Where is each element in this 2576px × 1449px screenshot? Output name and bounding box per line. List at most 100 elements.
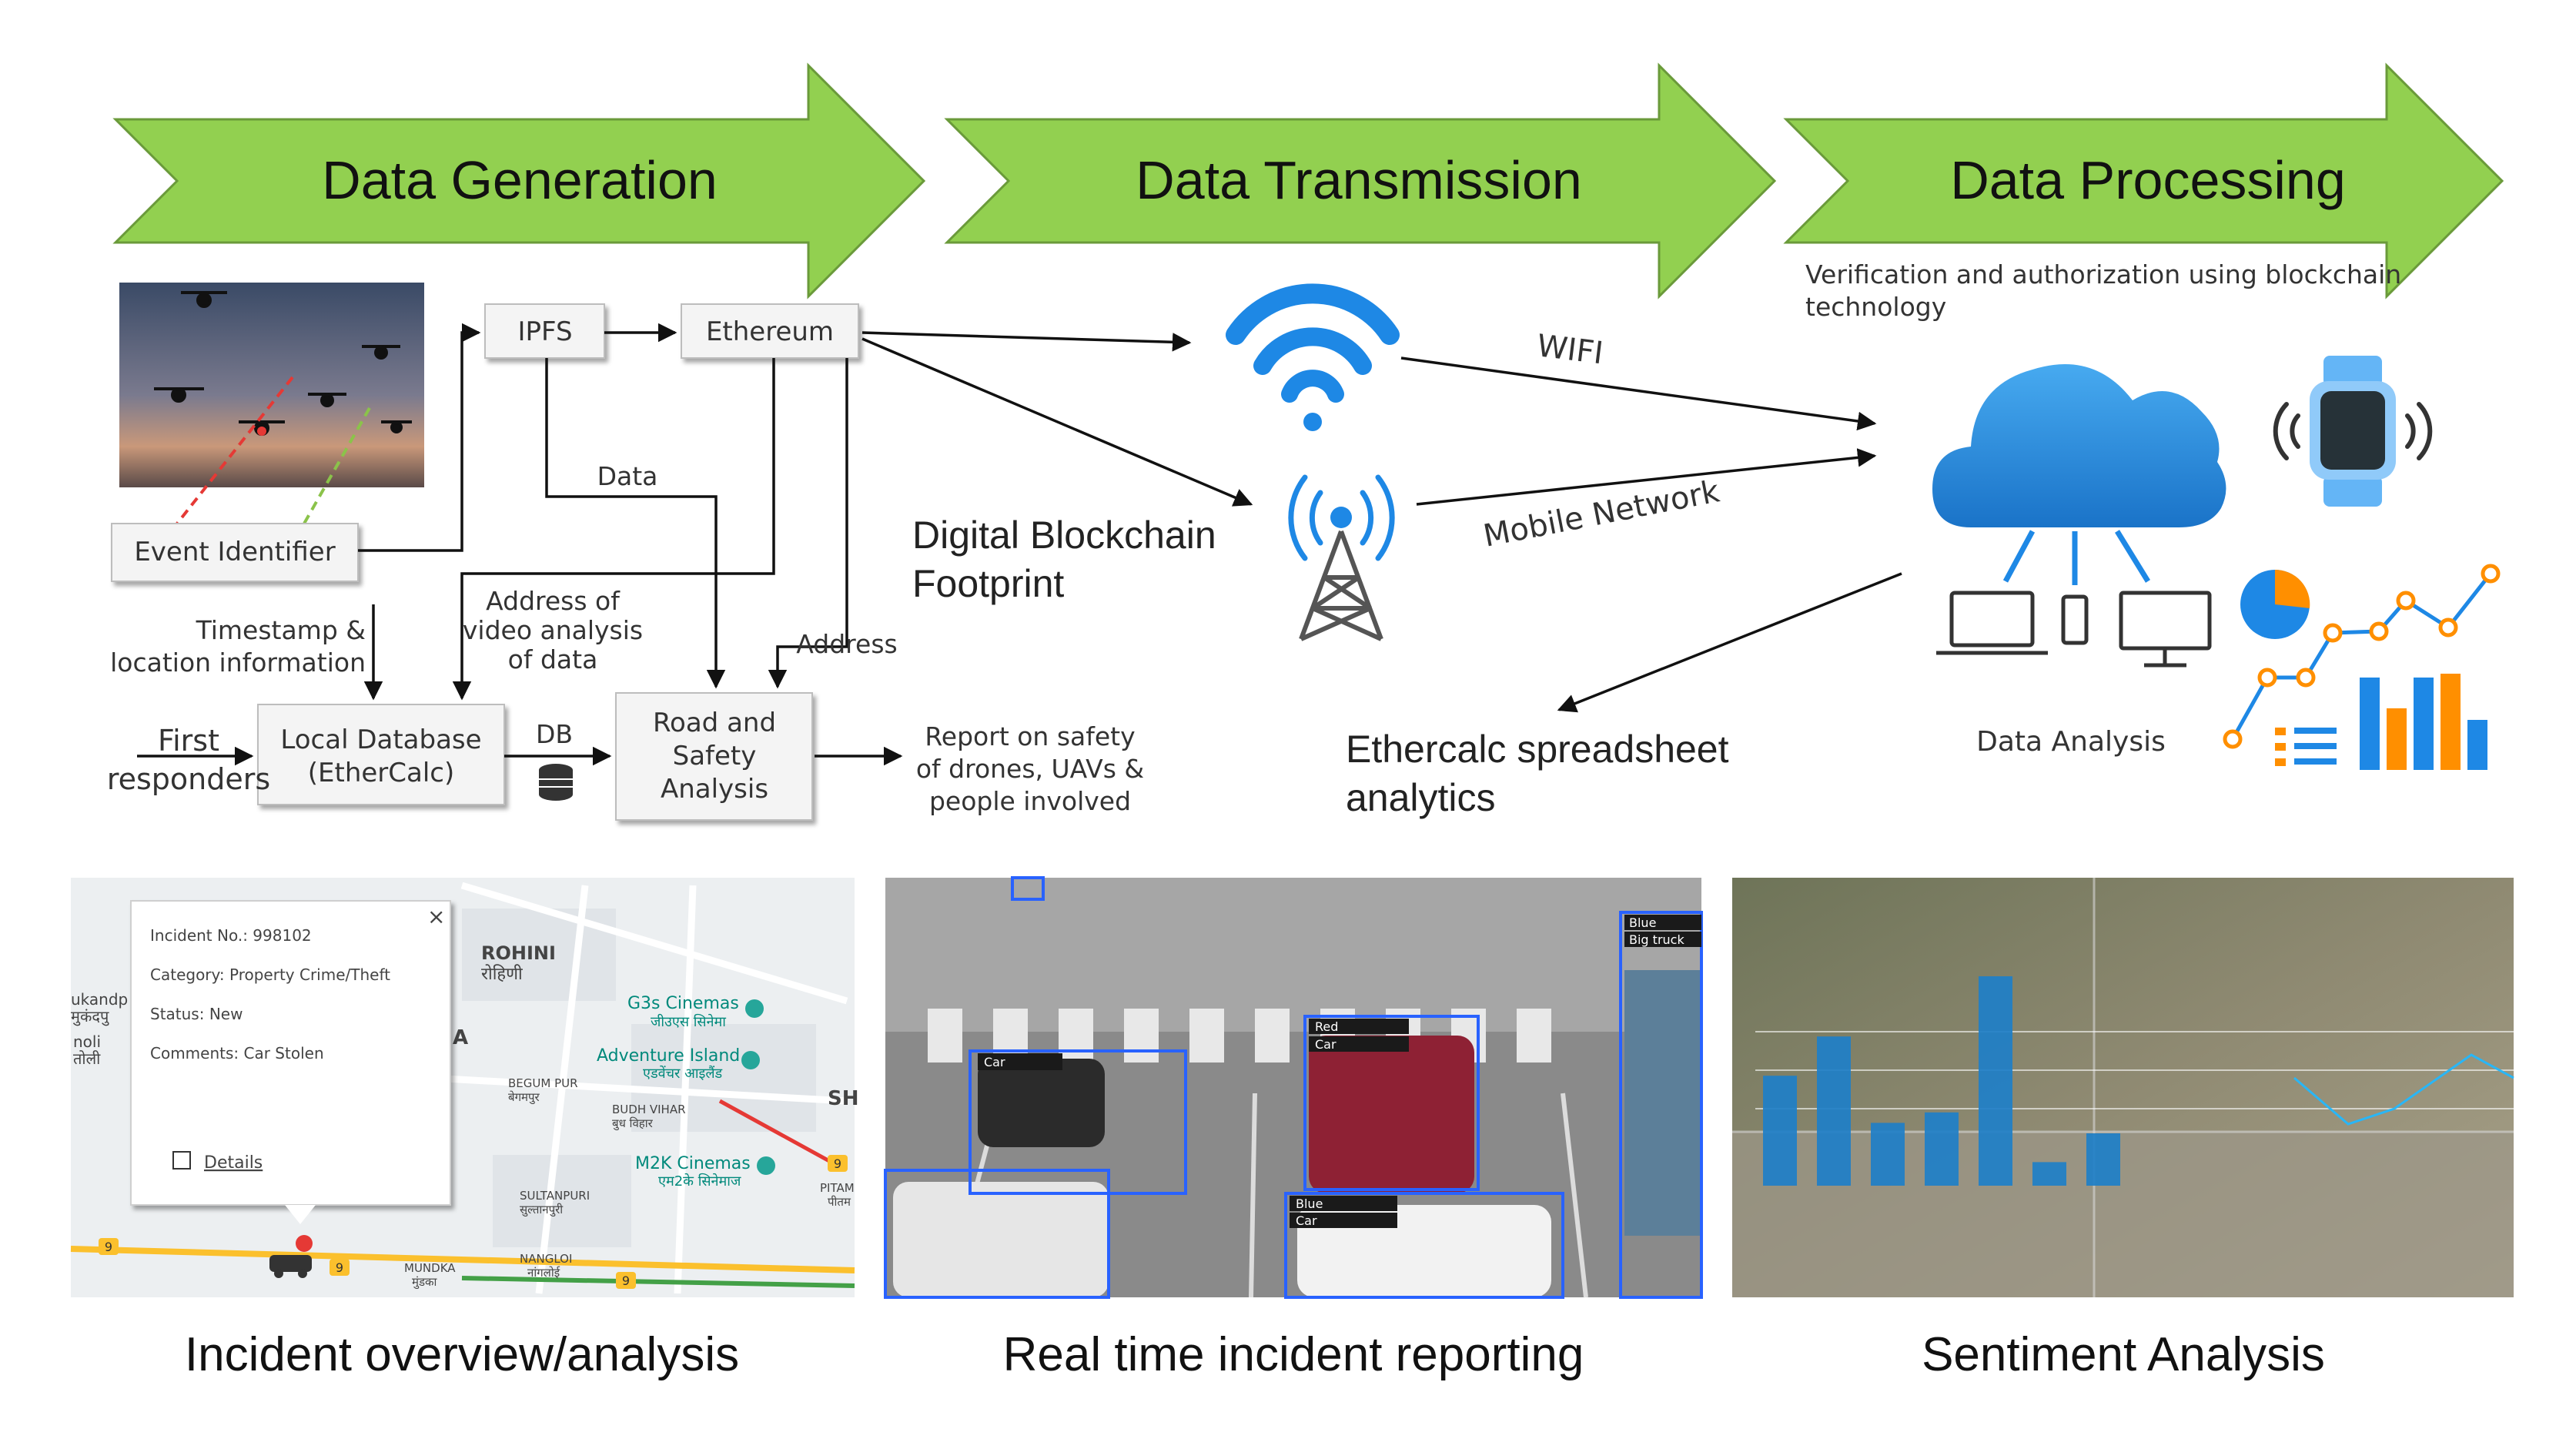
ethereum-box	[681, 303, 859, 359]
ethercalc-line2: analytics	[1346, 776, 1496, 819]
smartwatch-icon	[2273, 356, 2433, 507]
dark-car	[978, 1059, 1105, 1147]
local-database-box	[257, 704, 505, 805]
footprint-line1: Digital Blockchain	[912, 514, 1216, 557]
svg-text:Red: Red	[1315, 1019, 1338, 1034]
map-roads	[430, 882, 848, 1294]
map-place: नांगलोई	[527, 1266, 560, 1280]
drone-icon	[154, 291, 412, 436]
report-line3: people involved	[929, 786, 1131, 816]
map-place: Adventure Island	[597, 1046, 740, 1066]
sentiment-panel	[1732, 878, 2514, 1297]
detection-boxes	[884, 876, 1703, 1299]
map-place: BUDH VIHAR	[612, 1103, 686, 1116]
bar-chart-icon	[2360, 674, 2487, 770]
responders-label: responders	[107, 762, 270, 796]
stage-title-transmission: Data Transmission	[1136, 150, 1582, 210]
sentiment-trend-line	[2293, 1053, 2514, 1126]
ipfs-box	[484, 303, 605, 359]
incident-map-panel: ROHINI रोहिणी G3s Cinemas जीउएस सिनेमा A…	[70, 878, 859, 1297]
ethereum-label: Ethereum	[706, 316, 834, 347]
svg-text:Big truck: Big truck	[1629, 932, 1684, 947]
database-icon	[539, 764, 573, 801]
svg-text:9: 9	[105, 1240, 112, 1254]
adventure-pin-icon	[741, 1051, 760, 1069]
cloud-icon	[1932, 364, 2226, 527]
monitor-icon	[2119, 591, 2212, 668]
map-place: M2K Cinemas	[635, 1154, 751, 1173]
green-road	[461, 1276, 855, 1288]
white-car-left	[893, 1182, 1109, 1297]
svg-text:9: 9	[336, 1260, 343, 1275]
map-place: जीउएस सिनेमा	[651, 1013, 726, 1030]
timestamp-line2: location information	[110, 648, 366, 678]
road-line3: Analysis	[661, 774, 768, 805]
caption-sentiment-analysis: Sentiment Analysis	[1922, 1328, 2325, 1381]
line-chart-icon	[2223, 564, 2501, 749]
laptop-icon	[1936, 591, 2048, 655]
chart-gridlines	[1755, 1031, 2514, 1109]
wifi-label: WIFI	[1535, 328, 1605, 371]
truck	[1624, 970, 1701, 1236]
popup-close-icon[interactable]: ×	[427, 904, 445, 929]
detection-tag: Big truck	[1624, 932, 1701, 947]
sentiment-bar	[1925, 1112, 1959, 1186]
address-of-line2: video analysis	[463, 615, 643, 645]
detection-tag: Red	[1309, 1019, 1409, 1034]
map-place: रोहिणी	[481, 964, 523, 984]
stage-arrow-transmission: Data Transmission	[944, 62, 1777, 300]
m2k-pin-icon	[757, 1156, 775, 1175]
traffic-camera-panel: Car Red Car Blue Car Blue Big truck	[884, 876, 1703, 1299]
event-identifier-label: Event Identifier	[134, 537, 335, 567]
caption-incident-overview: Incident overview/analysis	[185, 1328, 739, 1381]
svg-text:Blue: Blue	[1629, 915, 1656, 930]
map-place: PITAM	[820, 1181, 855, 1195]
stage-title-generation: Data Generation	[322, 150, 718, 210]
sentiment-bar	[1763, 1076, 1797, 1186]
map-place: सुल्तानपुरी	[520, 1203, 564, 1217]
building-icon	[172, 1151, 191, 1170]
road-badge: 9	[99, 1238, 119, 1255]
stage-arrow-processing: Data Processing	[1783, 62, 2504, 300]
map-place: ROHINI	[481, 942, 556, 964]
map-place: तोली	[73, 1049, 101, 1068]
data-analysis-label: Data Analysis	[1976, 726, 2166, 758]
map-place: G3s Cinemas	[627, 994, 739, 1013]
popup-pointer	[285, 1205, 316, 1224]
sentiment-bar	[1979, 976, 2012, 1186]
map-place: ukandp	[71, 990, 128, 1009]
local-db-line1: Local Database	[280, 724, 481, 755]
details-link[interactable]: Details	[172, 1151, 263, 1173]
road-safety-box	[615, 692, 813, 821]
map-place: बेगमपुर	[508, 1090, 540, 1105]
map-place: पीतम	[828, 1195, 851, 1209]
map-place: बुध विहार	[612, 1116, 654, 1131]
incident-category: Category: Property Crime/Theft	[150, 965, 390, 984]
svg-text:Car: Car	[1296, 1213, 1317, 1228]
car-marker-icon[interactable]	[269, 1235, 313, 1278]
detection-tag: Car	[1290, 1213, 1397, 1228]
svg-text:Blue: Blue	[1296, 1196, 1323, 1211]
map-place: मुंडका	[412, 1275, 438, 1290]
map-place: मुकंदपु	[71, 1007, 109, 1026]
event-identifier-box	[111, 523, 359, 582]
road-line1: Road and	[653, 708, 776, 738]
g3s-pin-icon	[745, 999, 764, 1018]
pie-chart-icon	[2240, 569, 2310, 639]
map-place: SH	[828, 1087, 859, 1110]
report-line1: Report on safety	[925, 721, 1135, 751]
map-place: noli	[73, 1032, 101, 1051]
legend-list-icon	[2275, 728, 2337, 766]
incident-number: Incident No.: 998102	[150, 926, 312, 945]
map-place: SULTANPURI	[520, 1189, 590, 1203]
processing-note-line2: technology	[1805, 292, 1946, 322]
report-line2: of drones, UAVs &	[916, 754, 1144, 784]
cloud-links	[2002, 530, 2150, 585]
address-label: Address	[796, 629, 897, 659]
timestamp-line1: Timestamp &	[196, 615, 366, 645]
stage-arrow-generation: Data Generation	[112, 62, 926, 300]
detection-tag: Car	[1309, 1036, 1409, 1052]
svg-text:9: 9	[834, 1156, 841, 1171]
road-line2: Safety	[673, 741, 757, 771]
